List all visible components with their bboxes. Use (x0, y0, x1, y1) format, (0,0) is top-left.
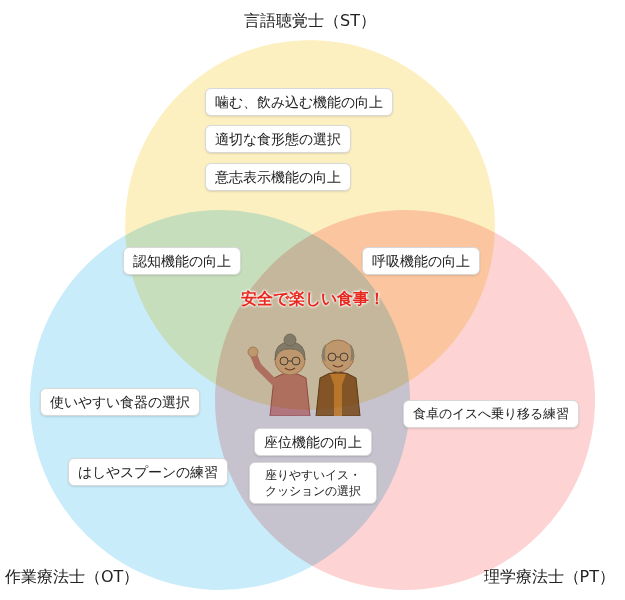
discipline-heading: 言語聴覚士（ST） (244, 10, 376, 32)
role-text: 認知機能の向上 (133, 253, 231, 269)
role-box: 噛む、飲み込む機能の向上 (205, 88, 393, 116)
role-box: はしやスプーンの練習 (68, 458, 228, 486)
role-box: 適切な食形態の選択 (205, 125, 351, 153)
role-text: 食卓のイスへ乗り移る練習 (413, 406, 569, 421)
discipline-heading: 理学療法士（PT） (484, 566, 615, 588)
discipline-heading: 作業療法士（OT） (5, 566, 139, 588)
role-box: 座位機能の向上 (254, 428, 372, 456)
role-text: 座りやすいイス・ クッションの選択 (265, 468, 361, 498)
role-text: はしやスプーンの練習 (78, 464, 218, 480)
role-box: 意志表示機能の向上 (205, 163, 351, 191)
role-box: 認知機能の向上 (123, 247, 241, 275)
role-text: 呼吸機能の向上 (372, 253, 470, 269)
role-text: 適切な食形態の選択 (215, 131, 341, 147)
role-text: 座位機能の向上 (264, 434, 362, 450)
role-text: 噛む、飲み込む機能の向上 (215, 94, 383, 110)
role-box: 呼吸機能の向上 (362, 247, 480, 275)
role-box: 食卓のイスへ乗り移る練習 (403, 400, 579, 428)
role-text: 意志表示機能の向上 (215, 169, 341, 185)
role-text: 使いやすい食器の選択 (50, 394, 190, 410)
role-box: 座りやすいイス・ クッションの選択 (249, 462, 377, 504)
center-slogan: 安全で楽しい食事！ (241, 289, 385, 310)
role-box: 使いやすい食器の選択 (40, 388, 200, 416)
circle-fill (215, 210, 595, 590)
